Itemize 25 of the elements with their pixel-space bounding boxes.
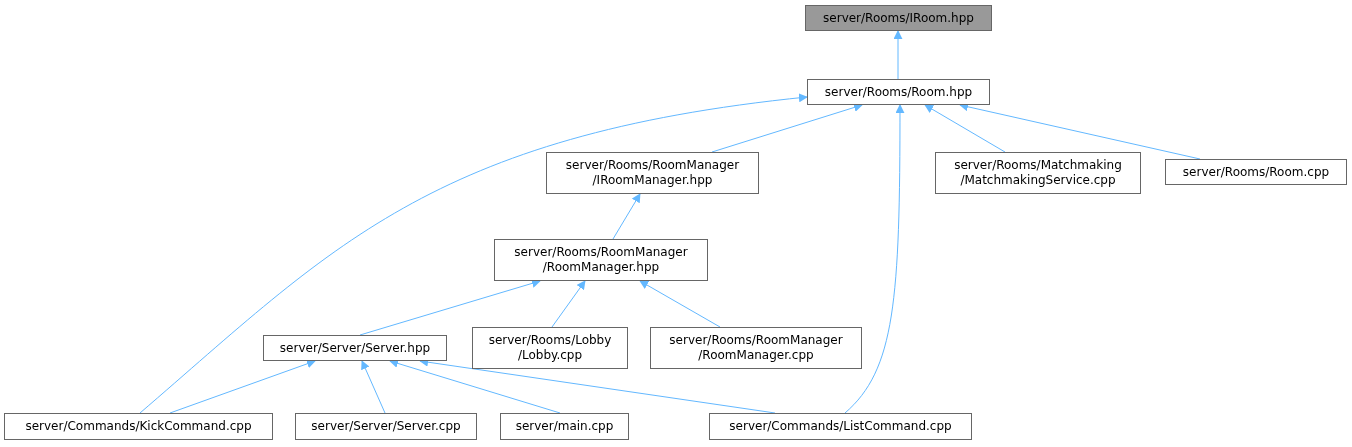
arrow bbox=[139, 93, 808, 414]
arrow bbox=[612, 193, 641, 240]
arrow bbox=[639, 280, 721, 328]
file-box: server/Rooms/RoomManager /IRoomManager.hpp bbox=[546, 152, 759, 194]
arrow bbox=[893, 30, 903, 80]
arrow bbox=[551, 280, 586, 328]
file-box: server/Rooms/Room.cpp bbox=[1165, 159, 1347, 185]
file-box: server/Commands/KickCommand.cpp bbox=[4, 413, 273, 440]
arrow bbox=[169, 359, 316, 414]
arrow bbox=[359, 279, 541, 336]
arrow bbox=[711, 103, 863, 153]
file-box: server/Rooms/RoomManager /RoomManager.hpp bbox=[494, 239, 708, 281]
file-box: server/main.cpp bbox=[500, 413, 629, 440]
file-box: server/Server/Server.hpp bbox=[263, 335, 447, 361]
file-box: server/Commands/ListCommand.cpp bbox=[709, 413, 972, 440]
arrow bbox=[844, 104, 905, 414]
arrow bbox=[361, 360, 386, 414]
file-box: server/Rooms/RoomManager /RoomManager.cpp bbox=[650, 327, 862, 369]
file-box: server/Rooms/Room.hpp bbox=[807, 79, 990, 105]
arrow bbox=[389, 359, 561, 414]
arrow bbox=[924, 104, 1006, 153]
file-box: server/Rooms/Lobby /Lobby.cpp bbox=[472, 327, 628, 369]
file-box: server/Rooms/Matchmaking /MatchmakingService.cpp bbox=[935, 152, 1141, 194]
file-box: server/Server/Server.cpp bbox=[295, 413, 477, 440]
file-box: server/Rooms/IRoom.hpp bbox=[805, 5, 992, 31]
